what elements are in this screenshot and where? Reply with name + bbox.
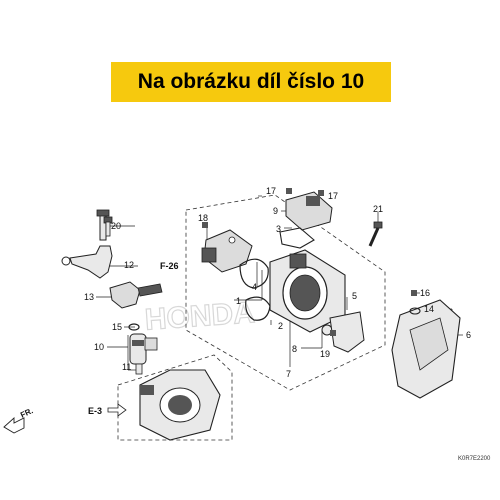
callout-17-left: 17: [266, 186, 276, 196]
callout-12: 12: [124, 260, 134, 270]
ref-e3-arrow-icon: [107, 403, 127, 417]
callout-18: 18: [198, 213, 208, 223]
front-label: FR.: [19, 406, 34, 420]
o-ring-2-part: [245, 296, 271, 321]
injector-group-frame: [117, 354, 233, 441]
callout-3: 3: [276, 224, 281, 234]
callout-17-right: 17: [328, 191, 338, 201]
callout-13: 13: [84, 292, 94, 302]
diagram-code: K0R7E2200: [458, 456, 491, 462]
sensor-bracket-assembly: [61, 209, 113, 279]
callout-4: 4: [252, 282, 257, 292]
callout-8: 8: [292, 344, 297, 354]
callout-16: 16: [420, 288, 430, 298]
ref-f26[interactable]: F-26: [160, 261, 179, 271]
sensor-unit-part: [201, 229, 253, 273]
callout-1: 1: [236, 296, 241, 306]
fuel-injector-part: [129, 333, 158, 375]
front-direction-indicator: FR.: [3, 406, 35, 434]
small-screws: [202, 188, 417, 336]
sensor-9-part: [285, 191, 333, 231]
map-sensor: [109, 281, 163, 309]
washer-14-part: [409, 307, 421, 315]
throttle-body-group-frame: [185, 194, 386, 391]
callout-5: 5: [352, 291, 357, 301]
callout-21: 21: [373, 204, 383, 214]
callout-9: 9: [273, 206, 278, 216]
bracket-5-part: [329, 311, 365, 353]
callout-2: 2: [278, 321, 283, 331]
gasket-4-part: [239, 258, 269, 289]
callout-20: 20: [111, 221, 121, 231]
throttle-body-part: [269, 249, 346, 336]
callout-6: 6: [466, 330, 471, 340]
ref-e3[interactable]: E-3: [88, 406, 102, 416]
title-banner: Na obrázku díl číslo 10: [111, 62, 391, 102]
gasket-3-part: [279, 227, 315, 249]
callout-15: 15: [112, 322, 122, 332]
callout-7: 7: [286, 369, 291, 379]
intake-pipe-part: [139, 369, 221, 441]
callout-19: 19: [320, 349, 330, 359]
bolt-20: [103, 216, 113, 237]
cover-6-part: [391, 299, 461, 399]
callout-14: 14: [424, 304, 434, 314]
front-arrow-icon: [3, 416, 25, 434]
callout-10: 10: [94, 342, 104, 352]
title-banner-text: Na obrázku díl číslo 10: [137, 70, 365, 93]
bolt-21: [368, 221, 383, 247]
o-ring-part: [128, 323, 140, 331]
callout-11: 11: [122, 362, 131, 372]
